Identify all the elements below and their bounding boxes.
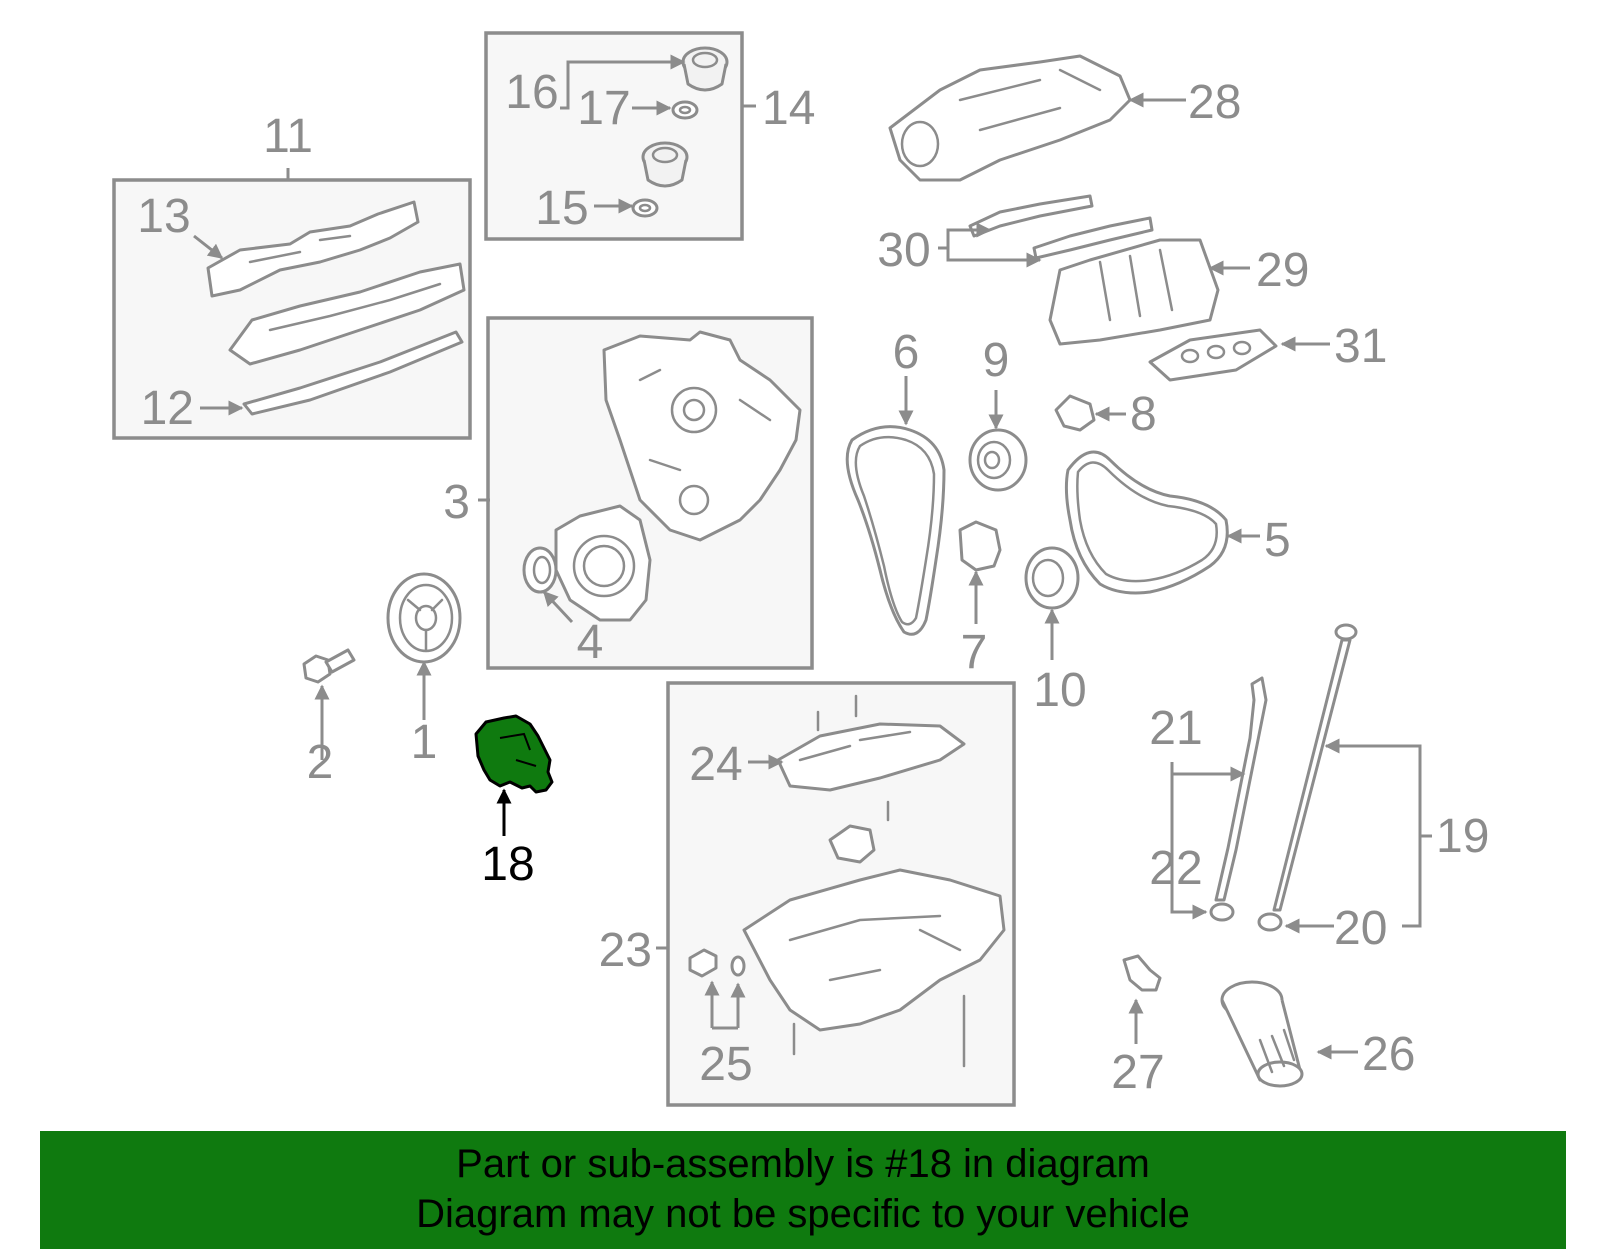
bolt-2 (302, 648, 356, 684)
callout-22: 22 (1149, 842, 1202, 895)
sprocket-10 (1024, 546, 1080, 610)
callout-30: 30 (877, 224, 930, 277)
front-cover-plate (554, 504, 652, 622)
timing-cover-3 (602, 330, 802, 542)
callout-2: 2 (307, 736, 334, 789)
oil-pan-23 (742, 868, 1006, 1032)
oil-filter-26 (1220, 980, 1304, 1088)
timing-chain-6 (845, 425, 946, 636)
dipstick-tube-21 (1214, 676, 1268, 902)
callout-7: 7 (961, 626, 988, 679)
callout-23: 23 (599, 924, 652, 977)
callout-13: 13 (137, 190, 190, 243)
callout-9: 9 (983, 334, 1010, 387)
drain-plug-25 (688, 948, 746, 978)
callout-21: 21 (1149, 702, 1202, 755)
sprocket-9 (968, 428, 1028, 492)
baffle-24 (776, 722, 966, 792)
oil-filler-cap-16 (681, 46, 729, 92)
water-pump-18-highlighted (474, 714, 554, 794)
callout-20: 20 (1334, 902, 1387, 955)
seal-17 (671, 100, 699, 120)
callout-28: 28 (1188, 76, 1241, 129)
callout-8: 8 (1130, 388, 1157, 441)
seal-15 (631, 198, 659, 218)
callout-1: 1 (411, 716, 438, 769)
gasket-31 (1148, 328, 1278, 382)
callout-31: 31 (1334, 320, 1387, 373)
dipstick-19 (1272, 623, 1358, 912)
oil-filler-cap-15 (641, 141, 689, 188)
tensioner-8 (1054, 394, 1096, 432)
intake-manifold-28 (888, 54, 1132, 182)
valve-cover-12 (228, 262, 466, 366)
crankshaft-seal-4 (522, 546, 558, 594)
info-banner: Part or sub-assembly is #18 in diagram D… (40, 1131, 1566, 1249)
callout-27: 27 (1111, 1046, 1164, 1099)
callout-17: 17 (577, 82, 630, 135)
callout-29: 29 (1256, 244, 1309, 297)
callout-16: 16 (505, 66, 558, 119)
oil-pump-pickup (828, 824, 876, 864)
valve-cover-shield-13 (206, 200, 420, 298)
manifold-runners-29 (1048, 238, 1220, 346)
pan-bolts (792, 694, 966, 1068)
valve-cover-gasket (242, 330, 464, 416)
o-ring-22 (1209, 902, 1235, 922)
callout-14: 14 (762, 82, 815, 135)
oil-pressure-sensor-27 (1122, 954, 1162, 992)
callout-11: 11 (263, 110, 313, 163)
crankshaft-pulley-1 (386, 572, 462, 664)
callout-18: 18 (481, 838, 534, 891)
banner-line-1: Part or sub-assembly is #18 in diagram (456, 1142, 1150, 1186)
timing-chain-5 (1064, 450, 1229, 595)
callout-4: 4 (577, 616, 604, 669)
o-ring-20 (1257, 912, 1283, 932)
leader-lines (193, 54, 1432, 1060)
callout-10: 10 (1033, 664, 1086, 717)
callout-12: 12 (141, 382, 194, 435)
callout-5: 5 (1264, 514, 1291, 567)
callout-26: 26 (1362, 1028, 1415, 1081)
intake-gaskets-30 (968, 194, 1154, 260)
callout-25: 25 (699, 1038, 752, 1091)
callout-15: 15 (535, 182, 588, 235)
callout-6: 6 (893, 326, 920, 379)
callout-24: 24 (689, 738, 742, 791)
chain-guide-7 (958, 520, 1002, 572)
banner-line-2: Diagram may not be specific to your vehi… (416, 1192, 1190, 1236)
callout-3: 3 (443, 476, 470, 529)
callout-19: 19 (1436, 810, 1489, 863)
